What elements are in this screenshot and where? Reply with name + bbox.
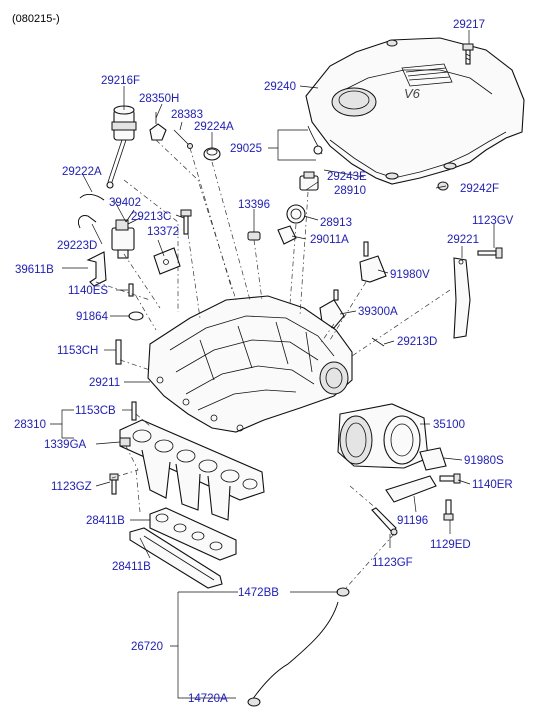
part-label: 28350H [139, 93, 179, 105]
part-label: 29224A [194, 121, 234, 133]
part-label: 1140ES [68, 285, 108, 297]
gasket-28411b-upper [149, 507, 237, 561]
bolt-1140es [128, 283, 134, 297]
bolt-1123gz [109, 473, 119, 495]
vacuum-hose-29222a [79, 194, 105, 201]
part-label: 26720 [131, 641, 163, 653]
bracket-29221 [453, 257, 471, 339]
part-label: 14720A [188, 693, 228, 705]
part-label: 91864 [76, 311, 109, 323]
part-label: 29213D [397, 336, 437, 348]
part-label: 1140ER [472, 479, 513, 491]
part-label: 1123GF [372, 557, 413, 569]
lower-manifold-28310 [119, 419, 265, 521]
hose-29011a [277, 225, 297, 245]
part-label: 39300A [358, 306, 398, 318]
part-label: 91980V [390, 269, 430, 281]
part-label: 1123GV [472, 215, 514, 227]
vacuum-hose-29223d [78, 215, 97, 229]
part-label: 1129ED [430, 539, 471, 551]
leader-lines [50, 30, 495, 699]
part-label: 1153CB [75, 405, 116, 417]
part-label: 29221 [447, 234, 479, 246]
part-label: 39402 [109, 197, 141, 209]
bolt-1123gv [477, 247, 503, 259]
clamp-14720a [247, 697, 261, 707]
intake-manifold-29211 [147, 295, 353, 433]
bolt-29217 [462, 43, 474, 65]
bracket-13372 [153, 247, 181, 275]
pcv-hose-26720 [251, 601, 339, 701]
throttle-body-35100 [337, 403, 429, 469]
part-label: 28383 [171, 109, 203, 121]
part-label: 29240 [264, 81, 296, 93]
sensor-28350h [149, 112, 167, 141]
part-label: 91196 [397, 515, 428, 527]
bolt-1140er [439, 473, 461, 484]
part-label: 29211 [89, 377, 120, 389]
v6-badge: V6 [404, 86, 421, 101]
part-label: 29216F [101, 75, 140, 87]
part-labels: 29217 29240 29216F 28350H 28383 29224A 2… [14, 19, 514, 705]
clamp-29224a [203, 147, 221, 161]
part-label: 29213C [131, 211, 171, 223]
grommet-13396 [247, 231, 261, 241]
part-label: 29011A [310, 234, 349, 246]
part-label: 29242F [460, 183, 499, 195]
solenoid-39402 [111, 209, 141, 259]
part-label: 29223D [57, 240, 97, 252]
hose-28913 [286, 204, 306, 224]
part-label: 91980S [464, 455, 504, 467]
cover-grille [401, 63, 453, 87]
part-label: 28411B [112, 561, 151, 573]
clamp-1472bb [336, 587, 350, 597]
part-label: 13396 [238, 199, 270, 211]
part-label: 1472BB [238, 587, 279, 599]
part-label: 28411B [86, 515, 125, 527]
stud-1123gf [371, 507, 398, 536]
vacuum-fitting-29025 [307, 125, 323, 155]
hose-29213d [371, 337, 385, 347]
stud-1153cb [131, 401, 137, 421]
date-code: (080215-) [12, 13, 60, 25]
part-label: 29025 [230, 143, 262, 155]
bolt-29213c [180, 209, 192, 235]
part-label: 28310 [14, 419, 46, 431]
assembly-lines [95, 139, 451, 589]
nut-1339ga [119, 437, 131, 447]
bracket-91980v [359, 241, 387, 283]
part-label: 1339GA [44, 439, 87, 451]
part-label: 28910 [334, 185, 366, 197]
part-label: 35100 [433, 419, 465, 431]
engine-cover: V6 [305, 37, 525, 191]
part-label: 29217 [453, 19, 485, 31]
bracket-39611b [86, 251, 107, 287]
part-label: 13372 [147, 226, 179, 238]
stud-1153ch [115, 339, 122, 365]
clip-91864 [128, 311, 144, 321]
part-label: 39611B [15, 264, 54, 276]
actuator-29216f [106, 105, 137, 189]
valve-28910 [299, 171, 319, 191]
bolt-1129ed [443, 499, 454, 521]
gasket-28411b-lower [129, 527, 223, 589]
part-label: 29243E [327, 171, 367, 183]
bracket-91980s [419, 447, 447, 471]
part-label: 29222A [62, 166, 102, 178]
part-label: 28913 [320, 217, 352, 229]
bracket-91196 [385, 475, 437, 503]
part-label: 1153CH [57, 345, 98, 357]
part-label: 1123GZ [51, 481, 92, 493]
pin-28383 [173, 129, 193, 149]
